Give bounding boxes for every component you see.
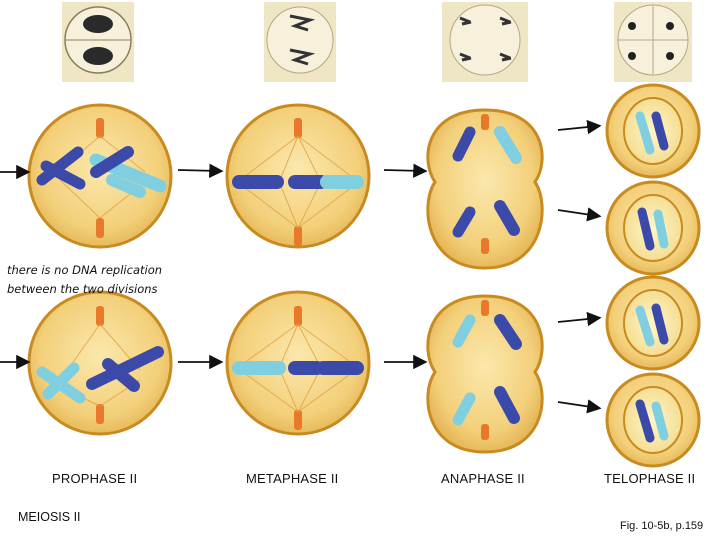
arrows: [0, 119, 602, 414]
micrograph-prophase: [62, 2, 134, 82]
arrow: [557, 207, 602, 222]
note-line-1: there is no DNA replication: [7, 263, 163, 277]
arrow: [557, 399, 602, 414]
metaphase-cell-top: [225, 103, 371, 249]
prophase-cell-top: [27, 103, 173, 249]
arrow: [177, 163, 224, 178]
telophase-cell-4: [605, 372, 701, 468]
arrow: [383, 163, 428, 178]
micrograph-anaphase: [442, 2, 528, 82]
process-label: MEIOSIS II: [18, 510, 81, 524]
chromosome: [36, 146, 86, 190]
micrograph-telophase: [614, 2, 692, 82]
metaphase-cell-bottom: [225, 290, 371, 436]
arrow: [557, 119, 602, 135]
telophase-cell-3: [605, 275, 701, 371]
label-telophase: TELOPHASE II: [604, 471, 696, 486]
anaphase-cell-bottom: [426, 294, 544, 454]
note-line-2: between the two divisions: [7, 282, 158, 296]
arrow: [557, 311, 602, 327]
replication-note: there is no DNA replication between the …: [7, 261, 162, 299]
label-metaphase: METAPHASE II: [246, 471, 339, 486]
telophase-cell-1: [605, 83, 701, 179]
label-anaphase: ANAPHASE II: [441, 471, 525, 486]
anaphase-cell-top: [426, 108, 544, 270]
prophase-cell-bottom: [27, 290, 173, 436]
micrograph-metaphase: [264, 2, 336, 82]
chromosome: [89, 146, 167, 198]
figure-reference: Fig. 10-5b, p.159: [620, 520, 704, 532]
telophase-cell-2: [605, 180, 701, 276]
label-prophase: PROPHASE II: [52, 471, 138, 486]
